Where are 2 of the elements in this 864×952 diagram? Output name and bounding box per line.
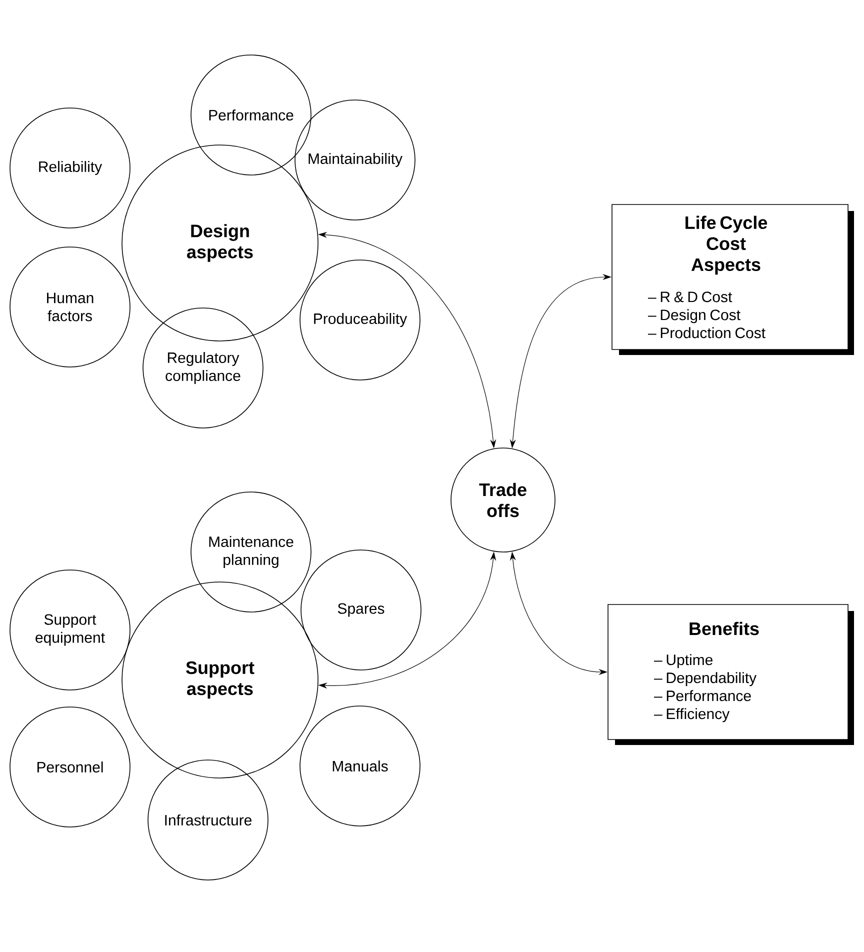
info-box: Life Cycle Cost Aspects – R & D Cost – Design Cost – Production Cost bbox=[612, 204, 854, 355]
info-box: Benefits – Uptime – Dependability – Performance – Efficiency bbox=[608, 604, 854, 745]
